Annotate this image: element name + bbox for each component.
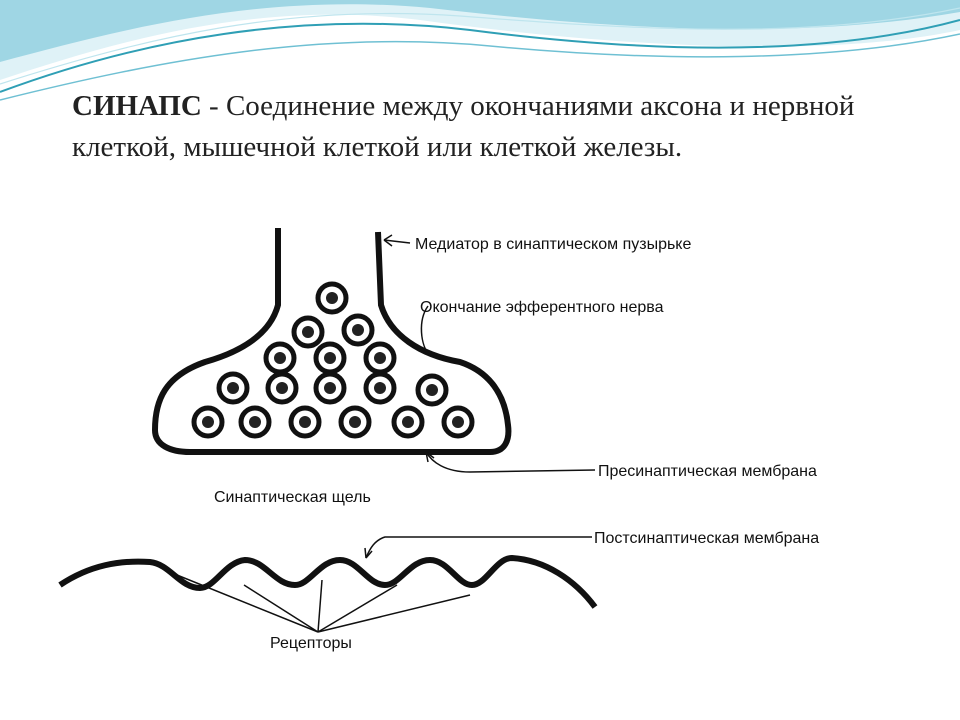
heading-term: СИНАПС	[72, 90, 202, 122]
label-efferent-ending: Окончание эфферентного нерва	[420, 299, 664, 316]
mediator-granule	[452, 416, 464, 428]
mediator-granule	[299, 416, 311, 428]
heading-definition: - Соединение между окончаниями аксона и …	[72, 90, 855, 163]
postsynaptic-membrane-line	[58, 555, 598, 609]
mediator-granule	[402, 416, 414, 428]
wave-line-2	[0, 33, 960, 101]
wave-line-3	[0, 7, 960, 85]
wave-band-mid	[0, 0, 960, 62]
leader-presynaptic	[425, 451, 596, 473]
mediator-granule	[324, 352, 336, 364]
mediator-granule	[249, 416, 261, 428]
receptor-line-4	[317, 584, 398, 633]
mediator-granule	[374, 352, 386, 364]
mediator-granule	[326, 292, 338, 304]
leader-postsynaptic	[365, 536, 592, 559]
arrow-mediator	[383, 234, 393, 247]
mediator-granule	[352, 324, 364, 336]
slide-heading: СИНАПС - Соединение между окончаниями ак…	[72, 86, 872, 168]
arrow-presynaptic	[425, 451, 435, 463]
label-mediator: Медиатор в синаптическом пузырьке	[415, 236, 691, 253]
receptor-line-5	[317, 594, 471, 633]
receptor-line-1	[171, 572, 319, 633]
label-receptors: Рецепторы	[270, 635, 352, 652]
mediator-granule	[426, 384, 438, 396]
leader-mediator	[383, 239, 411, 244]
synaptic-vesicles	[191, 281, 475, 439]
label-postsynaptic-membrane: Постсинаптическая мембрана	[594, 530, 819, 547]
mediator-granule	[276, 382, 288, 394]
header-wave-decoration	[0, 0, 960, 101]
mediator-granule	[349, 416, 361, 428]
arrow-postsynaptic	[364, 547, 373, 559]
mediator-granule	[274, 352, 286, 364]
wave-line-1	[0, 19, 960, 93]
mediator-granule	[374, 382, 386, 394]
leader-efferent	[420, 305, 431, 357]
label-presynaptic-membrane: Пресинаптическая мембрана	[598, 463, 817, 480]
label-synaptic-cleft: Синаптическая щель	[214, 489, 371, 506]
mediator-granule	[202, 416, 214, 428]
mediator-granule	[324, 382, 336, 394]
receptor-line-3	[317, 579, 323, 633]
receptor-line-2	[243, 584, 319, 633]
axon-terminal-outline	[152, 228, 512, 455]
mediator-granule	[302, 326, 314, 338]
mediator-granule	[227, 382, 239, 394]
